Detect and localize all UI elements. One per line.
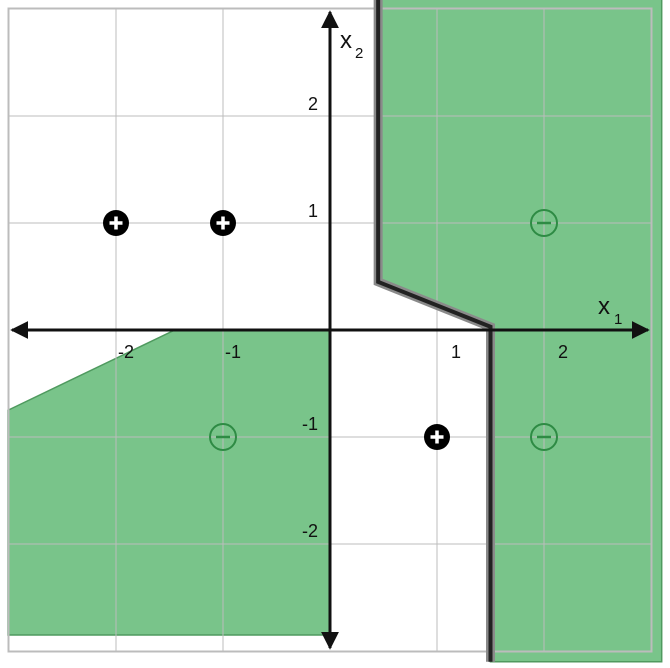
negative-point-marker [209,423,237,451]
x-tick-label: -2 [118,342,134,362]
positive-point [210,210,236,236]
positive-point [103,210,129,236]
x-axis-label: x [598,293,610,320]
y-axis-label-subscript: 2 [355,45,363,62]
negative-region-lower-left [7,329,331,636]
x-axis-label-subscript: 1 [614,311,622,328]
y-tick-label: 2 [308,94,318,114]
plot-frame [7,7,653,653]
decision-boundary-line [376,0,493,662]
y-axis-label: x [340,27,352,54]
y-tick-label: -2 [302,521,318,541]
decision-boundary [373,0,495,662]
negative-point-marker [530,209,558,237]
negative-point [209,423,237,451]
x-tick-label: 2 [558,342,568,362]
positive-point [424,424,450,450]
x-tick-label: 1 [451,342,461,362]
negative-point [530,423,558,451]
data-points [103,209,558,451]
negative-point [530,209,558,237]
y-tick-label: 1 [308,201,318,221]
negative-point-marker [530,423,558,451]
tick-labels: -2 -1 1 2 2 1 -1 -2 [118,94,568,541]
y-tick-label: -1 [302,414,318,434]
x-tick-label: -1 [225,342,241,362]
